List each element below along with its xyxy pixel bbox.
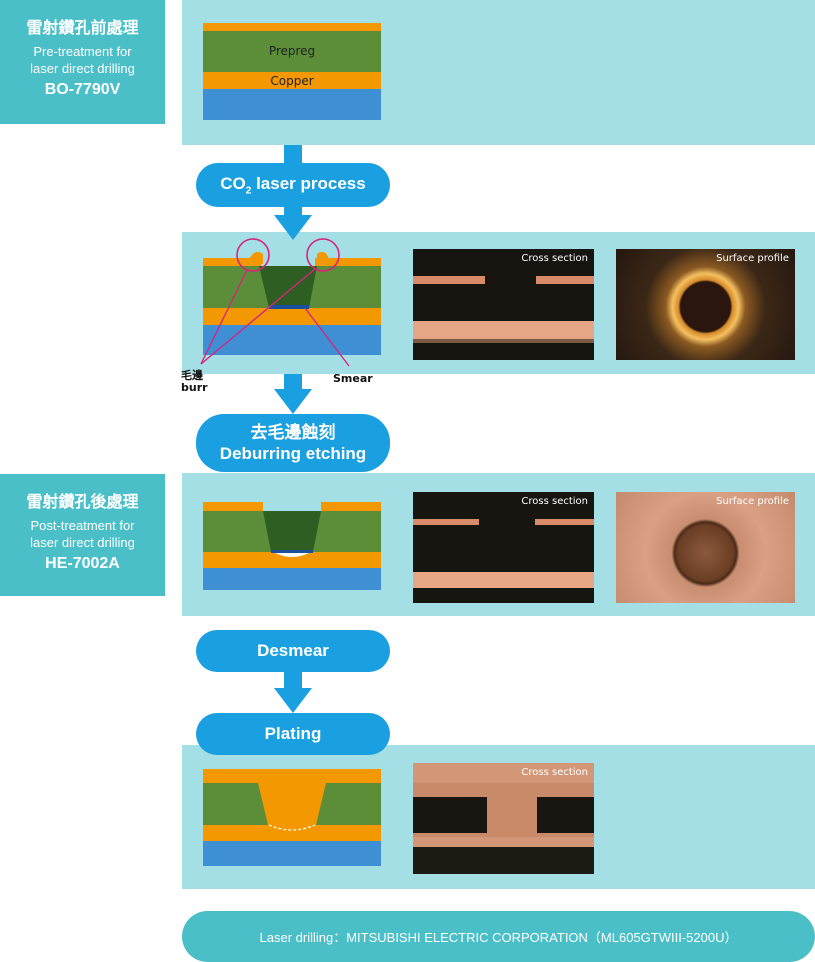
co2-laser-process-step: CO2 laser process	[196, 163, 390, 207]
plating-step: Plating	[196, 713, 390, 755]
deburring-etching-step: 去毛邊蝕刻 Deburring etching	[196, 414, 390, 472]
cross-section-caption-2: Cross section	[521, 496, 588, 507]
post-treatment-label: 雷射鑽孔後處理 Post-treatment for laser direct …	[0, 474, 165, 596]
base-layer	[203, 89, 381, 120]
flow-connector-1	[284, 145, 302, 165]
pre-treatment-code: BO-7790V	[44, 81, 121, 98]
burr-label-en: burr	[181, 381, 208, 394]
surface-profile-photo-laser: Surface profile	[616, 249, 795, 360]
flow-arrow-head-1	[274, 215, 312, 240]
initial-stack-diagram: Prepreg Copper	[203, 23, 381, 120]
cross-section-photo-deburr: Cross section	[413, 492, 594, 603]
flow-arrow-shaft-1	[284, 205, 302, 217]
smear-pointer	[304, 307, 350, 367]
burr-label-zh: 毛邊	[181, 369, 203, 382]
left-burr	[249, 251, 263, 264]
surface-profile-photo-deburr: Surface profile	[616, 492, 795, 603]
plated-via	[258, 783, 326, 825]
pre-treatment-label: 雷射鑽孔前處理 Pre-treatment for laser direct d…	[0, 0, 165, 124]
right-burr	[317, 251, 329, 264]
after-deburr-diagram	[203, 502, 381, 590]
burr-pointer-right	[200, 268, 316, 365]
post-treatment-code: HE-7002A	[45, 555, 120, 572]
co2-laser-process-label: CO2 laser process	[220, 173, 366, 197]
desmear-label: Desmear	[257, 641, 329, 660]
flow-arrow-head-3	[274, 688, 312, 713]
laser-hole	[259, 266, 317, 308]
burr-marker-left	[236, 238, 270, 272]
laser-drilling-footer-text: Laser drilling：MITSUBISHI ELECTRIC CORPO…	[259, 930, 738, 945]
pre-treatment-en-2: laser direct drilling	[30, 61, 135, 76]
surface-profile-caption-1: Surface profile	[716, 253, 789, 264]
deburring-etching-en: Deburring etching	[219, 444, 367, 463]
top-copper-layer	[203, 23, 381, 31]
burr-label: 毛邊 burr	[181, 370, 208, 394]
prepreg-layer	[203, 31, 381, 72]
deburring-etching-zh: 去毛邊蝕刻	[250, 423, 336, 442]
laser-drilling-footer: Laser drilling：MITSUBISHI ELECTRIC CORPO…	[182, 911, 815, 962]
bottom-copper-layer	[203, 72, 381, 89]
copper-label: Copper	[270, 74, 313, 88]
flow-arrow-head-2	[274, 389, 312, 414]
cross-section-caption-3: Cross section	[521, 767, 588, 778]
prepreg-label: Prepreg	[269, 44, 315, 58]
burr-marker-right	[306, 238, 340, 272]
smear-label: Smear	[333, 372, 373, 385]
cross-section-photo-laser: Cross section	[413, 249, 594, 360]
flow-arrow-shaft-2	[284, 374, 302, 390]
deburred-hole	[263, 511, 321, 552]
surface-profile-caption-2: Surface profile	[716, 496, 789, 507]
cross-section-caption-1: Cross section	[521, 253, 588, 264]
cross-section-photo-plating: Cross section	[413, 763, 594, 874]
after-laser-diagram	[200, 238, 381, 367]
desmear-step: Desmear	[196, 630, 390, 672]
post-treatment-en-2: laser direct drilling	[30, 535, 135, 550]
pre-treatment-en-1: Pre-treatment for	[33, 44, 132, 59]
smear	[269, 305, 309, 309]
after-plating-diagram	[203, 769, 381, 866]
plating-label: Plating	[264, 724, 322, 743]
burr-pointer-left	[200, 269, 248, 365]
post-treatment-zh: 雷射鑽孔後處理	[26, 494, 139, 511]
pre-treatment-zh: 雷射鑽孔前處理	[26, 20, 139, 37]
etched-recess	[273, 552, 311, 557]
post-treatment-en-1: Post-treatment for	[30, 518, 135, 533]
flow-arrow-shaft-3	[284, 672, 302, 688]
